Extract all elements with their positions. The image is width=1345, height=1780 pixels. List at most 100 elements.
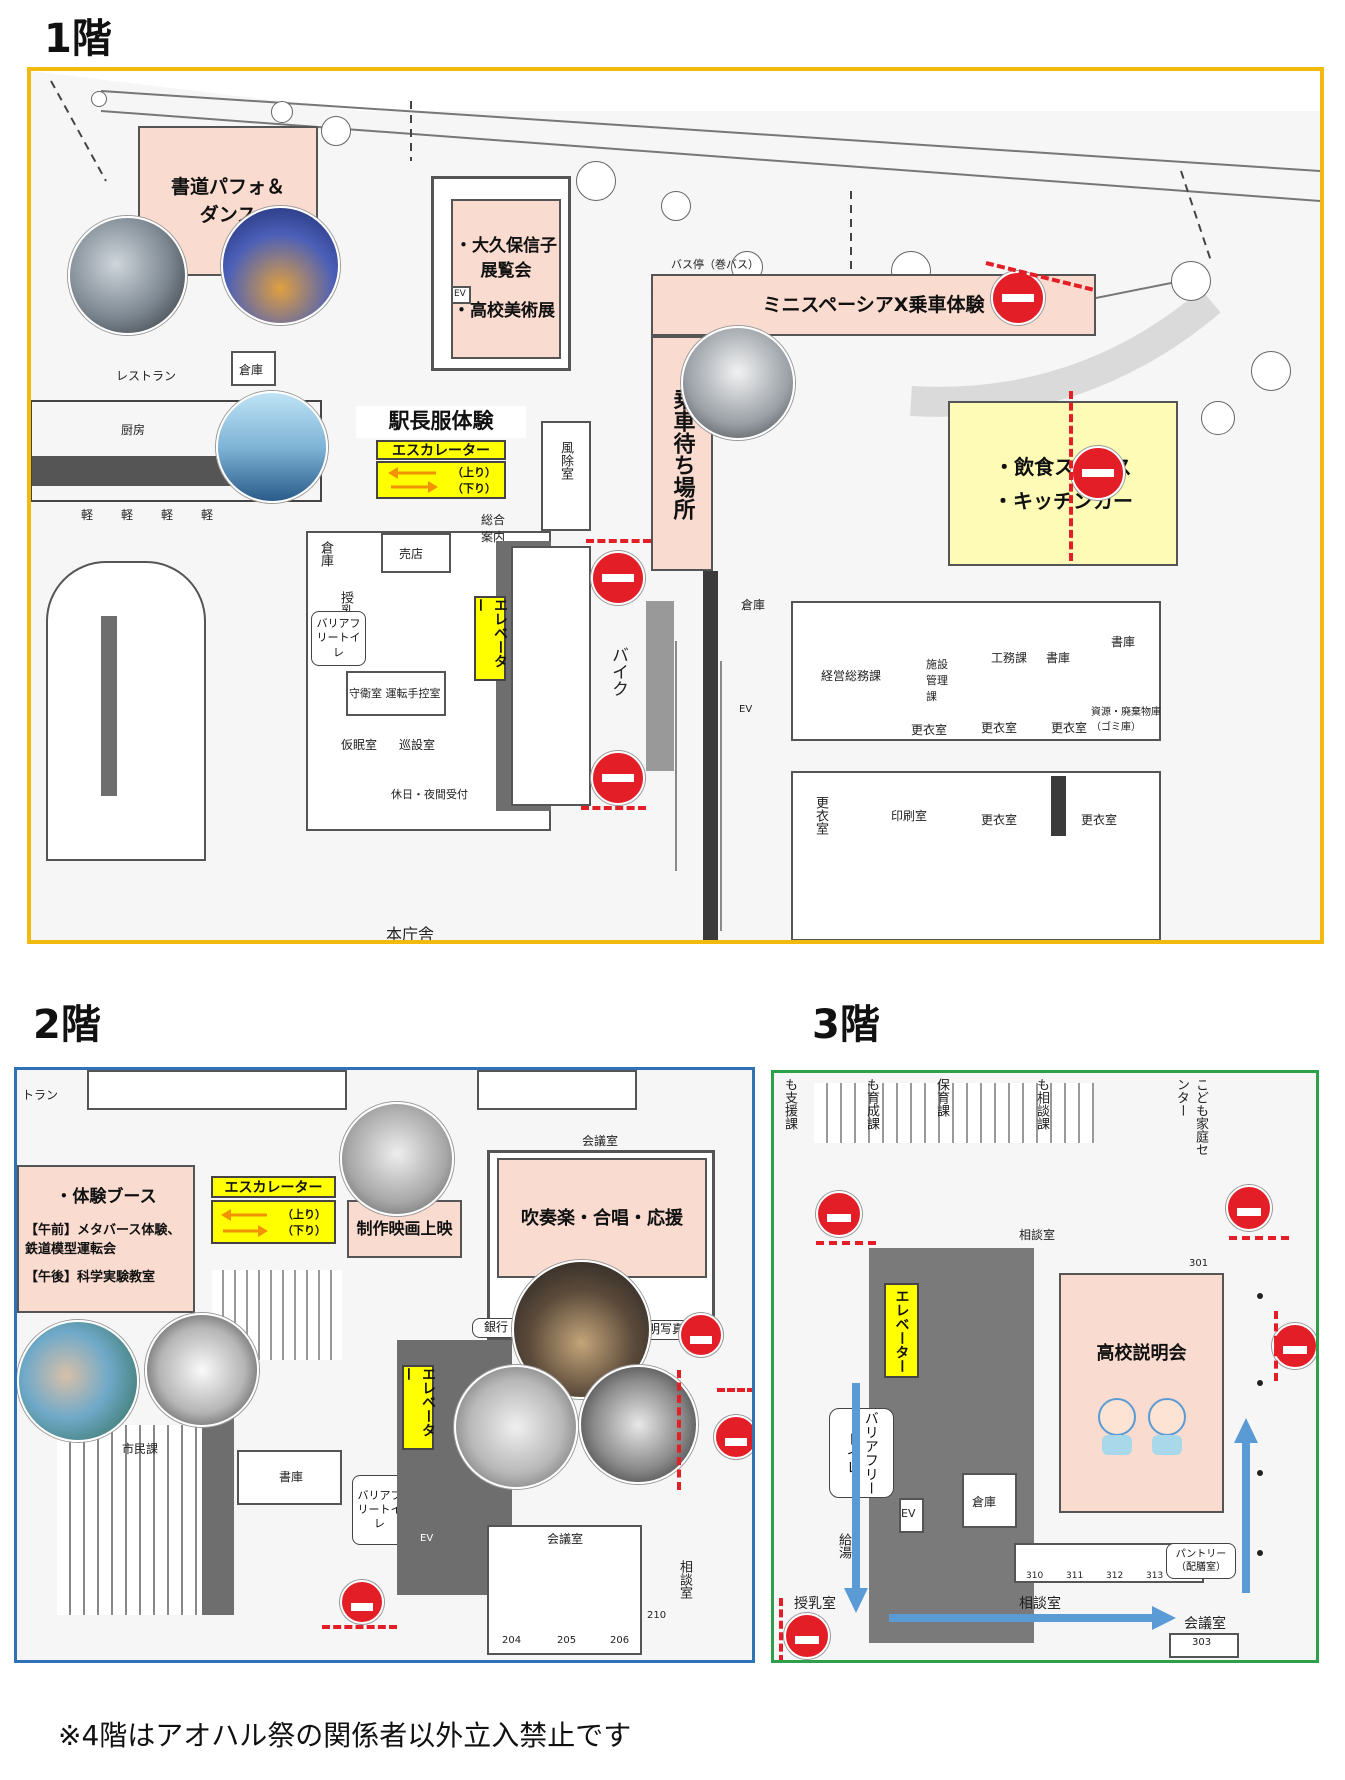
escalator-2f-up: （上り） xyxy=(282,1208,326,1221)
room-souko-3: 倉庫 xyxy=(741,598,766,612)
room-shoko: 書庫 xyxy=(1046,651,1071,665)
tree-icon xyxy=(1251,351,1291,391)
room-ginkou: 銀行 xyxy=(472,1318,520,1338)
bike-rack xyxy=(646,601,674,771)
tree-icon xyxy=(1201,401,1235,435)
event-okubo-label: ・大久保信子展覧会 xyxy=(455,235,557,282)
room-hoikuka: 保育課 xyxy=(934,1078,949,1117)
photo-circle-spacia-ride xyxy=(681,326,795,440)
room-ikuseika: も育成課 xyxy=(864,1078,879,1130)
office-wall xyxy=(703,571,718,940)
room-koui-1: 更衣室 xyxy=(911,723,948,737)
bike-label: バイク xyxy=(608,646,628,697)
parking-left xyxy=(46,561,206,861)
floor-2-map: トラン ・体験ブース 【午前】メタバース体験、鉄道模型運転会 【午後】科学実験教… xyxy=(14,1067,755,1663)
no-entry-icon xyxy=(591,551,645,605)
event-experience-booth: ・体験ブース 【午前】メタバース体験、鉄道模型運転会 【午後】科学実験教室 xyxy=(17,1165,195,1313)
no-entry-icon xyxy=(1071,446,1125,500)
room-shienka: も支援課 xyxy=(782,1078,797,1130)
event-gozen-text: メタバース体験、鉄道模型運転会 xyxy=(25,1222,181,1258)
escalator-2f-down: （下り） xyxy=(282,1224,326,1237)
no-entry-line xyxy=(322,1625,397,1629)
room-shoko-2f xyxy=(237,1450,342,1505)
room-soudanka: も相談課 xyxy=(1034,1078,1049,1130)
floor-2-title: 2階 xyxy=(33,1002,101,1048)
room-kaigishitsu-2f: 会議室 xyxy=(582,1134,619,1148)
office-block-2 xyxy=(791,771,1161,940)
photo-circle-chorus xyxy=(454,1365,578,1489)
room-210: 210 xyxy=(647,1610,667,1621)
event-brass-band: 吹奏楽・合唱・応援 xyxy=(497,1158,707,1278)
escalator-arrow-icon xyxy=(221,1209,268,1237)
flow-arrow-icon xyxy=(844,1293,1263,1630)
room-ev-3f xyxy=(899,1498,924,1533)
room-sougou: 総合案内 xyxy=(481,513,506,544)
event-bijutsu-label: ・高校美術展 xyxy=(453,300,555,321)
room-ev-3f-label: EV xyxy=(901,1507,916,1520)
ev-2f-label: EV xyxy=(420,1533,434,1544)
room-kodomo: こども家庭センター xyxy=(1174,1078,1208,1156)
room-313: 313 xyxy=(1146,1571,1164,1581)
room-restaurant-cut: トラン xyxy=(22,1088,59,1102)
room-kyujitsu: 休日・夜間受付 xyxy=(391,788,468,801)
students-illustration-icon xyxy=(1097,1398,1186,1455)
no-entry-icon xyxy=(1272,1323,1316,1369)
tree-icon xyxy=(576,161,616,201)
room-insatsu: 印刷室 xyxy=(891,809,928,823)
room-shisetsu: 施設管理課 xyxy=(926,658,948,703)
desk-area xyxy=(57,1425,207,1615)
room-shoko-2f-label: 書庫 xyxy=(279,1470,304,1484)
room-shuei-label: 守衛室 運転手控室 xyxy=(349,687,441,700)
photo-circle-science xyxy=(145,1313,259,1427)
elevator-1f: エレベーター xyxy=(472,596,508,681)
tree-icon xyxy=(271,101,293,123)
event-gogo-label: 【午後】 xyxy=(25,1269,78,1285)
no-entry-line xyxy=(1229,1236,1289,1240)
room-kyuto: 給湯 xyxy=(836,1533,851,1559)
room-koui-6: 更衣室 xyxy=(813,796,828,835)
room-pantry: パントリー（配膳室） xyxy=(1166,1543,1236,1579)
room-shimin: 市民課 xyxy=(122,1442,159,1456)
no-entry-icon xyxy=(816,1191,862,1237)
room-shigen: 資源・廃棄物庫（ゴミ庫） xyxy=(1091,707,1161,733)
room-204: 204 xyxy=(502,1635,522,1646)
room-206: 206 xyxy=(610,1635,630,1646)
room-312: 312 xyxy=(1106,1571,1124,1581)
f2-top-block-2 xyxy=(477,1070,637,1110)
event-food-space: ・飲食スペース ・キッチンカー xyxy=(948,401,1178,566)
escalator-up-label: （上り） xyxy=(452,466,496,479)
tree-icon xyxy=(91,91,107,107)
f2-top-block xyxy=(87,1070,347,1110)
floor-1-title: 1階 xyxy=(44,16,112,62)
escalator-1f: エスカレーター xyxy=(376,440,506,460)
ev-1f-label: EV xyxy=(454,289,466,299)
desk-area-3f xyxy=(814,1083,1094,1143)
tree-icon xyxy=(321,116,351,146)
barrier-free-toilet-3f: バリアフリートイレ xyxy=(829,1408,894,1498)
ev-1f xyxy=(451,286,471,304)
no-entry-icon xyxy=(714,1415,752,1459)
escalator-2f: エスカレーター xyxy=(211,1176,336,1198)
no-entry-line xyxy=(677,1370,681,1490)
no-entry-icon xyxy=(784,1613,830,1659)
escalator-down-label: （下り） xyxy=(452,482,496,495)
no-entry-line xyxy=(816,1241,876,1245)
event-art-exhibit: ・大久保信子展覧会 ・高校美術展 xyxy=(451,199,561,359)
parking-kei-label: 軽 xyxy=(161,508,174,522)
room-souko-3f xyxy=(962,1473,1017,1528)
event-station-master: 駅長服体験 xyxy=(356,406,526,438)
room-souko-1 xyxy=(231,351,276,386)
room-chubou: 厨房 xyxy=(121,423,146,437)
tree-icon xyxy=(1171,261,1211,301)
room-souko-2: 倉庫 xyxy=(318,541,333,567)
escalator-arrow-icon xyxy=(388,467,438,493)
no-entry-line xyxy=(717,1388,752,1392)
event-gozen-label: 【午前】 xyxy=(25,1222,78,1238)
room-311: 311 xyxy=(1066,1571,1084,1581)
meeting-rooms-2f xyxy=(487,1525,642,1655)
room-junyu-3f: 授乳室 xyxy=(794,1596,836,1612)
ev-1f-2-label: EV xyxy=(739,704,753,715)
no-entry-icon xyxy=(679,1313,723,1357)
room-soudanshitsu: 相談室 xyxy=(1019,1228,1056,1242)
photo-circle-shodo xyxy=(68,216,187,335)
